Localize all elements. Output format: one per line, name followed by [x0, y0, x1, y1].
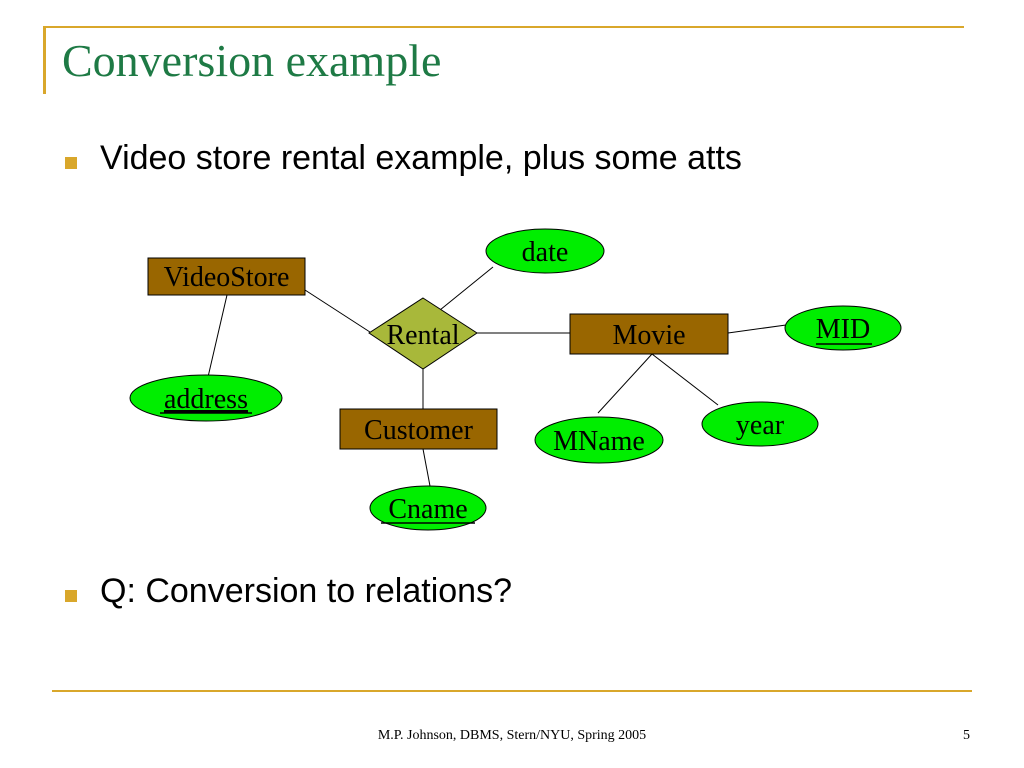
page-number: 5 [963, 728, 970, 743]
bullet-text-1: Video store rental example, plus some at… [100, 139, 742, 177]
attribute-cname-label: Cname [388, 494, 467, 525]
entity-movie-label: Movie [612, 320, 685, 351]
relationship-rental [368, 297, 478, 370]
line-movie-mname [597, 353, 653, 414]
slide-title: Conversion example [62, 35, 442, 86]
line-videostore-rental [304, 289, 374, 335]
entity-customer-label: Customer [364, 415, 474, 446]
footer-text: M.P. Johnson, DBMS, Stern/NYU, Spring 20… [377, 728, 647, 743]
attribute-address-label: address [164, 384, 248, 415]
attribute-date-label: date [522, 237, 569, 268]
bullet-square-icon [65, 157, 77, 169]
attribute-mname [534, 416, 664, 464]
attribute-date [485, 228, 605, 274]
attribute-year-label: year [736, 410, 785, 441]
frame-left-line [43, 26, 46, 94]
er-connectors [207, 266, 787, 487]
entity-videostore [147, 257, 306, 296]
line-movie-mid [727, 324, 787, 334]
attribute-cname [369, 485, 487, 531]
entity-videostore-label: VideoStore [164, 262, 290, 293]
bullet-text-2: Q: Conversion to relations? [100, 572, 512, 610]
line-rental-date [439, 266, 494, 311]
frame-top-line [43, 26, 964, 28]
entity-customer [339, 408, 498, 450]
relationship-rental-label: Rental [386, 320, 459, 351]
entity-movie [569, 313, 729, 355]
footer-rule [52, 690, 972, 692]
line-customer-cname [422, 448, 431, 487]
line-videostore-address [207, 294, 228, 378]
attribute-mid [784, 305, 902, 351]
attribute-mname-label: MName [553, 426, 645, 457]
attribute-year [701, 401, 819, 447]
attribute-mid-label: MID [816, 314, 870, 345]
attribute-address [129, 374, 283, 422]
bullet-square-icon [65, 590, 77, 602]
line-movie-year [651, 353, 719, 406]
